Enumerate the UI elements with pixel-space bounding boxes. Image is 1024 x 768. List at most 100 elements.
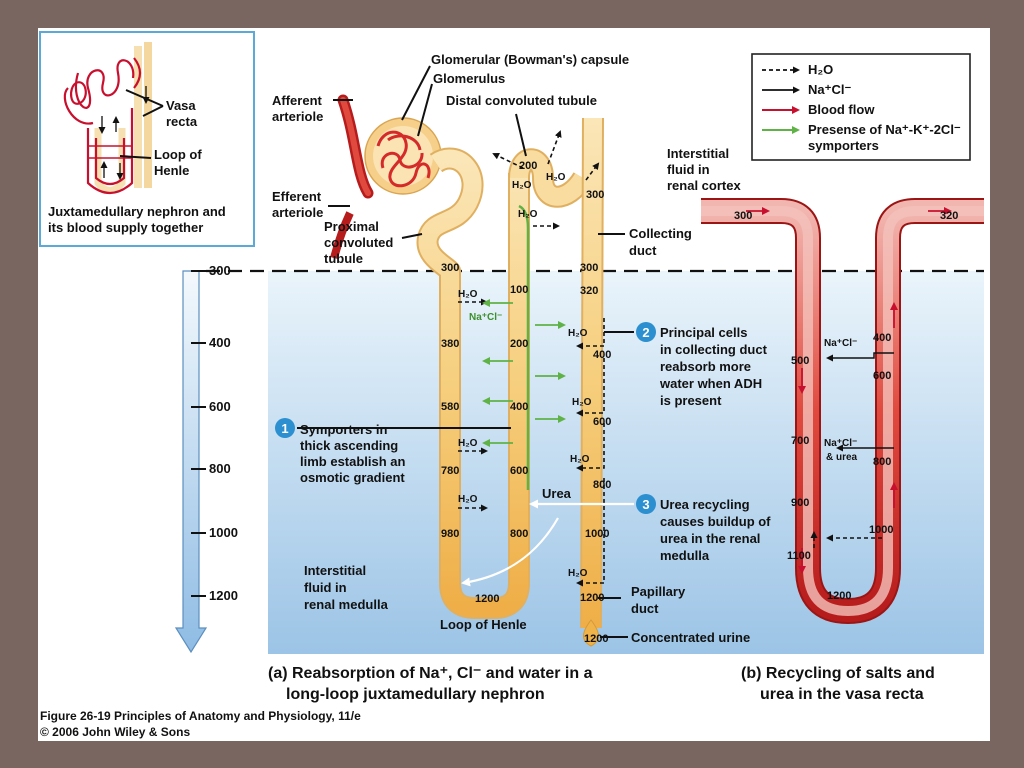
step-1-line-4: osmotic gradient <box>300 470 405 485</box>
interstitial-medulla-label-3: renal medulla <box>304 597 389 612</box>
collecting-top-value: 300 <box>586 189 604 201</box>
scale-300: 300 <box>209 263 231 278</box>
vasa-left-1100: 1100 <box>787 550 811 562</box>
renal-medulla-region <box>268 271 984 654</box>
caption-a-line-2: long-loop juxtamedullary nephron <box>286 686 545 703</box>
asc-value-200: 200 <box>510 338 528 350</box>
step-1-line-2: thick ascending <box>300 438 398 453</box>
cd-value-300: 300 <box>580 262 598 274</box>
desc-value-980: 980 <box>441 528 459 540</box>
step-1-number: 1 <box>281 421 288 436</box>
cd-value-320: 320 <box>580 285 598 297</box>
vasa-nacl-urea-label-2: & urea <box>826 452 858 463</box>
glomerulus-label: Glomerulus <box>433 71 505 86</box>
legend-nacl-label: Na⁺Cl⁻ <box>808 82 851 97</box>
cd-water-arrow-1 <box>576 318 605 350</box>
interstitial-cortex-label-1: Interstitial <box>667 146 729 161</box>
vasa-left-900: 900 <box>791 497 809 509</box>
step-3-badge <box>636 494 656 514</box>
step-2-line-2: in collecting duct <box>660 342 768 357</box>
collecting-duct-label-2: duct <box>629 243 657 258</box>
step-2-badge <box>636 322 656 342</box>
step-2-callout: 2 Principal cells in collecting duct rea… <box>636 322 768 408</box>
cd-value-1200: 1200 <box>580 592 604 604</box>
slide: Vasa recta Loop of Henle Juxtamedullary … <box>38 28 990 741</box>
cd-water-label-3: H₂O <box>570 454 590 465</box>
vasa-left-300: 300 <box>734 210 752 222</box>
vasa-right-400: 400 <box>873 332 891 344</box>
cd-water-arrow-4 <box>576 478 605 587</box>
step-1-line-3: limb establish an <box>300 454 406 469</box>
inset-panel: Vasa recta Loop of Henle Juxtamedullary … <box>39 31 255 247</box>
vasa-nacl-label: Na⁺Cl⁻ <box>824 338 857 349</box>
collecting-duct <box>582 117 602 629</box>
step-3-line-2: causes buildup of <box>660 514 771 529</box>
symporter-region <box>518 204 530 490</box>
inset-loop-label-1: Loop of <box>154 147 202 162</box>
desc-value-380: 380 <box>441 338 459 350</box>
proximal-label-1: Proximal <box>324 219 379 234</box>
cd-water-label-4: H₂O <box>568 568 588 579</box>
inset-vasa-recta-label-2: recta <box>166 114 198 129</box>
caption-b-line-1: (b) Recycling of salts and <box>741 665 935 682</box>
water-label-distal: H₂O <box>518 209 538 220</box>
efferent-label-2: arteriole <box>272 205 323 220</box>
desc-value-300: 300 <box>441 262 459 274</box>
step-1-line-1: Symporters in <box>300 422 387 437</box>
scale-800: 800 <box>209 461 231 476</box>
distal-value-200: 200 <box>519 160 537 172</box>
distal-tubule-label: Distal convoluted tubule <box>446 93 597 108</box>
nacl-label-tubule: Na⁺Cl⁻ <box>469 312 502 323</box>
loop-of-henle-tubule <box>418 149 528 617</box>
osmolarity-scale: 300 400 600 800 1000 1200 <box>174 263 238 654</box>
step-3-callout: 3 Urea recycling causes buildup of urea … <box>636 494 771 563</box>
step-2-line-4: water when ADH <box>659 376 762 391</box>
nephron-figure: Vasa recta Loop of Henle Juxtamedullary … <box>39 31 984 739</box>
leader-lines <box>297 65 634 638</box>
inset-caption-1: Juxtamedullary nephron and <box>48 204 226 219</box>
urine-value-1200: 1200 <box>584 633 608 645</box>
step-1-badge <box>275 418 295 438</box>
vasa-recta <box>701 198 984 625</box>
cd-value-800: 800 <box>593 479 611 491</box>
loop-bottom-value: 1200 <box>475 593 499 605</box>
glomerulus <box>376 130 431 188</box>
step-2-line-1: Principal cells <box>660 325 747 340</box>
urea-arrow-2 <box>461 517 559 587</box>
cd-value-400: 400 <box>593 349 611 361</box>
papillary-duct-label-1: Papillary <box>631 584 686 599</box>
legend-water-label: H₂O <box>808 62 833 77</box>
step-2-line-3: reabsorb more <box>660 359 751 374</box>
vasa-nacl-urea-label-1: Na⁺Cl⁻ <box>824 438 857 449</box>
step-3-line-1: Urea recycling <box>660 497 750 512</box>
vasa-right-1000: 1000 <box>869 524 893 536</box>
collecting-duct-label-1: Collecting <box>629 226 692 241</box>
vasa-right-600: 600 <box>873 370 891 382</box>
vasa-bottom-1200: 1200 <box>827 590 851 602</box>
water-label-2: H₂O <box>458 438 478 449</box>
water-label-capsule: H₂O <box>512 180 532 191</box>
water-label-distal-2: H₂O <box>546 172 566 183</box>
caption-b-line-2: urea in the vasa recta <box>760 686 924 703</box>
proximal-label-3: tubule <box>324 251 363 266</box>
inset-caption-2: its blood supply together <box>48 220 203 235</box>
cd-water-arrow-2 <box>576 358 605 417</box>
cd-value-600: 600 <box>593 416 611 428</box>
interstitial-cortex-label-2: fluid in <box>667 162 710 177</box>
cd-water-arrow-3 <box>576 423 605 472</box>
asc-value-600: 600 <box>510 465 528 477</box>
step-2-number: 2 <box>642 325 649 340</box>
desc-value-780: 780 <box>441 465 459 477</box>
cd-water-label-2: H₂O <box>572 397 592 408</box>
bowmans-capsule-label: Glomerular (Bowman's) capsule <box>431 52 629 67</box>
urine-droplet <box>583 619 599 647</box>
interstitial-medulla-label-2: fluid in <box>304 580 347 595</box>
efferent-label-1: Efferent <box>272 189 322 204</box>
step-3-line-4: medulla <box>660 548 710 563</box>
loop-of-henle-label: Loop of Henle <box>440 617 527 632</box>
legend: H₂O Na⁺Cl⁻ Blood flow Presense of Na⁺-K⁺… <box>751 53 971 161</box>
scale-1200: 1200 <box>209 588 238 603</box>
step-1-callout: 1 Symporters in thick ascending limb est… <box>275 418 406 485</box>
cd-water-label-1: H₂O <box>568 328 588 339</box>
inset-vasa-recta-label-1: Vasa <box>166 98 196 113</box>
